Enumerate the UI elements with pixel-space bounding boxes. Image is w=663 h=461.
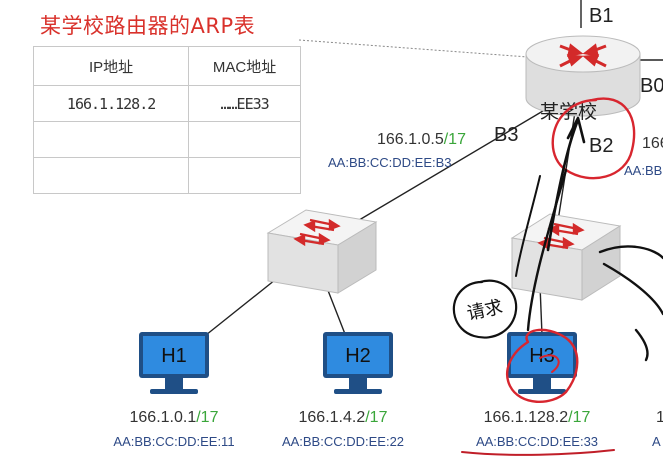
- host-h3: H3: [507, 332, 577, 394]
- host-mac: AA:BB:CC:DD:EE:22: [282, 434, 404, 449]
- host-h2: H2: [323, 332, 393, 394]
- red-circle-h3: [505, 328, 579, 404]
- host-name: H1: [161, 345, 187, 367]
- red-underline-h3-mac: [461, 449, 615, 456]
- switch-2: [510, 213, 622, 301]
- black-mark-right: [634, 328, 649, 362]
- router-label: 某学校: [540, 101, 597, 123]
- arrowhead-icon: [566, 116, 586, 144]
- host-h3-address: 166.1.128.2/17: [484, 409, 591, 426]
- switch-arrows-icon: [293, 218, 341, 247]
- arp-header-mac: MAC地址: [188, 46, 301, 86]
- host-h1: H1: [139, 332, 209, 394]
- host-h1-address: 166.1.0.1/17: [130, 409, 219, 426]
- red-circle-b2: [551, 97, 636, 180]
- black-arrow-line: [546, 118, 580, 252]
- red-scribble-h3: [539, 354, 560, 373]
- host-h2-address: 166.1.4.2/17: [299, 409, 388, 426]
- right-host-ip-partial: 1: [656, 409, 663, 426]
- port-label-b3: B3: [494, 124, 518, 146]
- arp-cell-mac: [188, 157, 301, 194]
- arp-cell-ip: [32, 157, 190, 194]
- handwritten-annotations: [452, 97, 663, 456]
- black-line-down: [526, 168, 568, 332]
- host-ip: 166.1.0.1: [130, 409, 197, 426]
- router-arrows-icon: [559, 43, 607, 68]
- arp-table-row: [32, 121, 301, 158]
- host-ip: 166.1.4.2: [299, 409, 366, 426]
- black-curve-right: [598, 245, 663, 260]
- arp-table: IP地址 MAC地址 166.1.128.2 ……EE33: [32, 46, 301, 194]
- host-name: H3: [529, 345, 555, 367]
- router-b3-mac: AA:BB:CC:DD:EE:B3: [328, 155, 452, 170]
- host-mask: /17: [568, 409, 590, 426]
- diagram-title: 某学校路由器的ARP表: [40, 14, 256, 38]
- router-right-mac-partial: AA:BB: [624, 163, 662, 178]
- host-name: H2: [345, 345, 371, 367]
- switch-arrows-icon: [537, 222, 585, 251]
- host-mac: AA:BB:CC:DD:EE:33: [476, 434, 598, 449]
- request-bubble-text: 请求: [465, 297, 505, 325]
- router-right-ip-partial: 166: [642, 135, 663, 152]
- router-b3-address: 166.1.0.5/17: [377, 131, 466, 148]
- arp-table-header: IP地址 MAC地址: [32, 46, 301, 86]
- host-ip: 166.1.128.2: [484, 409, 569, 426]
- right-host-mac-partial: A: [652, 434, 661, 449]
- router-table-pointer: [298, 39, 529, 58]
- arp-cell-ip: 166.1.128.2: [32, 85, 190, 122]
- router: 某学校: [525, 35, 641, 123]
- arp-cell-ip: [32, 121, 190, 158]
- router-top: [525, 35, 641, 73]
- arp-table-row: [32, 157, 301, 194]
- request-bubble-outline: [452, 279, 518, 339]
- host-mask: /17: [196, 409, 218, 426]
- port-label-b0: B0: [640, 75, 663, 97]
- router-b3-mask: /17: [444, 131, 466, 148]
- router-b3-ip: 166.1.0.5: [377, 131, 444, 148]
- arp-header-ip: IP地址: [32, 46, 190, 86]
- switch-1: [266, 209, 378, 294]
- port-label-b2: B2: [589, 135, 613, 157]
- host-mask: /17: [365, 409, 387, 426]
- port-label-b1: B1: [589, 5, 613, 27]
- black-line-side: [515, 175, 541, 277]
- black-curve-right-2: [602, 262, 663, 316]
- host-mac: AA:BB:CC:DD:EE:11: [113, 434, 234, 449]
